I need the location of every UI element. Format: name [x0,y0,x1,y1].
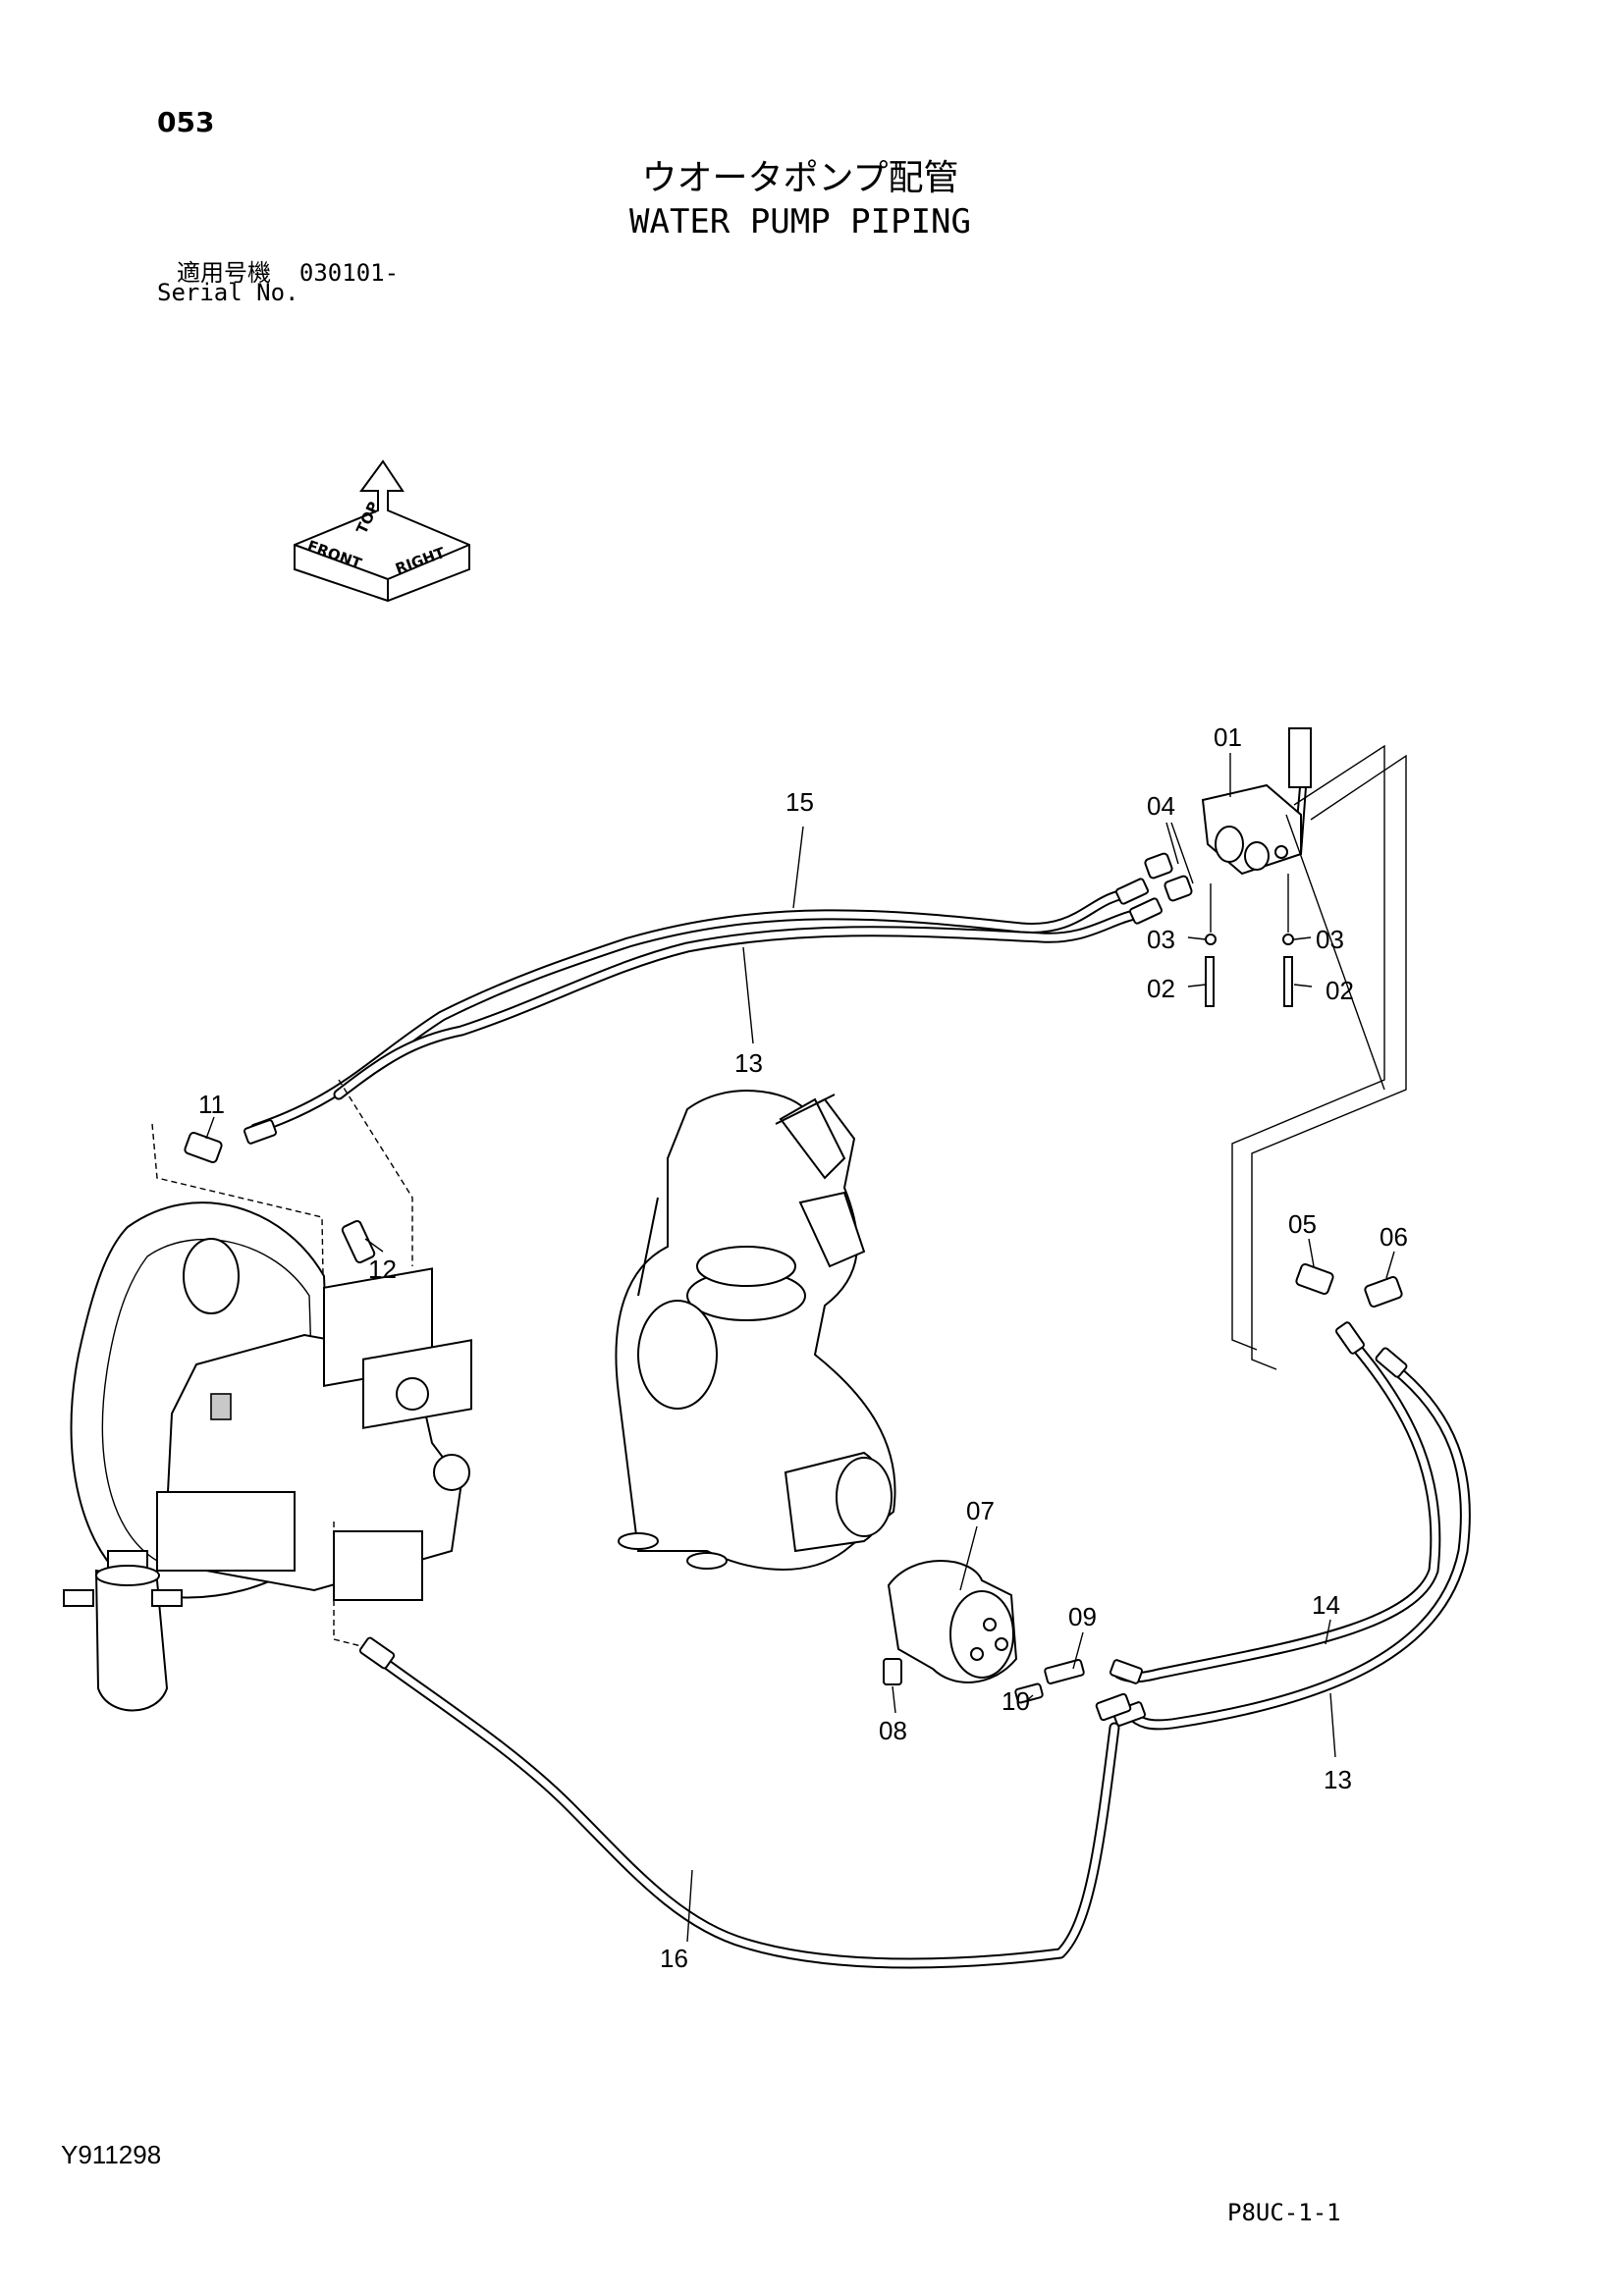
callout-16: 16 [660,1944,688,1973]
callout-04: 04 [1147,791,1175,821]
callout-13-upper: 13 [734,1048,763,1078]
callout-14: 14 [1312,1590,1340,1620]
callout-06: 06 [1380,1222,1408,1252]
assembly-frames [1231,744,1407,1370]
fittings-05-06 [1295,1262,1403,1308]
callout-08: 08 [879,1716,907,1745]
leader-lines [205,753,1395,1943]
serial-label-jp: 適用号機 030101- [177,253,399,288]
adapter-fittings-04 [1144,852,1193,902]
callout-12: 12 [368,1255,397,1284]
hose-14-13-right [1110,1321,1471,1731]
callout-01: 01 [1214,722,1242,752]
callout-07: 07 [966,1496,995,1525]
orientation-word-right: RIGHT [393,544,448,578]
serial-label-en: Serial No. [157,279,299,306]
water-pump [615,1090,896,1571]
title-english: WATER PUMP PIPING [629,202,971,241]
callout-15: 15 [785,787,814,817]
hydraulic-pump-assembly [63,1201,472,1712]
orientation-word-front: FRONT [305,537,365,573]
callout-13-lower: 13 [1324,1765,1352,1794]
serial-label-jp-text: 適用号機 [177,259,271,287]
top-front-right-orientation-icon: TOP FRONT RIGHT [294,459,470,603]
page-code: P8UC-1-1 [1227,2199,1341,2226]
callout-02-right: 02 [1326,976,1354,1005]
callout-10: 10 [1001,1686,1030,1716]
drawing-id: Y911298 [61,2140,162,2169]
callout-03-right: 03 [1316,925,1344,954]
hose-16 [358,1636,1132,1969]
callout-03-left: 03 [1147,925,1175,954]
page-number: 053 [157,106,215,138]
callout-11: 11 [198,1090,225,1119]
hydraulic-motor-07 [883,1560,1085,1704]
callout-09: 09 [1068,1602,1097,1631]
callout-05: 05 [1288,1209,1317,1239]
selector-valve-01 [1201,727,1312,876]
hose-15-13-upper [244,878,1163,1145]
washers-03-bolts-02 [1205,874,1294,1007]
callout-02-left: 02 [1147,974,1175,1003]
serial-value: 030101- [298,259,400,287]
orientation-word-top: TOP [352,499,383,536]
title-japanese: ウオータポンプ配管 [641,158,959,198]
